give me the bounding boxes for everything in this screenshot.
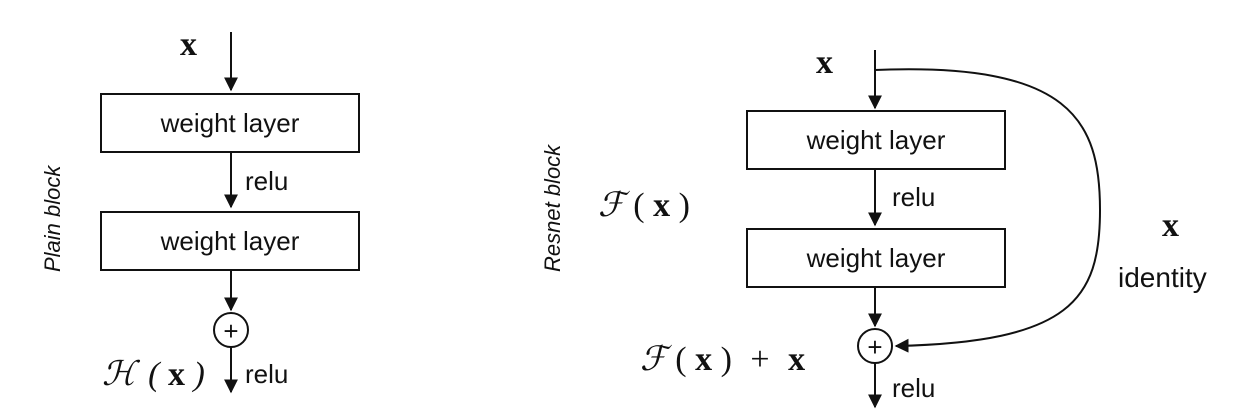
resnet-weight-layer-2-label: weight layer [806, 243, 946, 273]
plain-relu-2: relu [245, 359, 288, 389]
plain-block-label: Plain block [40, 165, 65, 272]
plain-output-paren-open: ( [148, 356, 162, 393]
resnet-F-letter: ℱ [598, 187, 631, 224]
plain-output-x: x [168, 356, 185, 393]
resnet-plus-sign: + [867, 332, 882, 362]
resnet-sum-F: ℱ [640, 341, 673, 378]
resnet-identity-x: x [1162, 207, 1179, 244]
plain-plus-sign: + [223, 316, 238, 346]
resnet-relu-1: relu [892, 182, 935, 212]
resnet-F-paren-open: ( [633, 187, 644, 224]
plain-output-H: ℋ [102, 356, 141, 393]
plain-block: Plain block x weight layer relu weight l… [40, 26, 360, 394]
resnet-block-label: Resnet block [540, 144, 565, 272]
resnet-weight-layer-2 [746, 228, 1006, 288]
plain-weight-layer-1-label: weight layer [160, 108, 300, 138]
plain-output-formula: ℋ ( x ) [102, 356, 205, 393]
resnet-sum-x2: x [788, 341, 805, 378]
resnet-identity-shortcut [874, 68, 1102, 353]
plain-relu-1: relu [245, 166, 288, 196]
resnet-identity-label: identity [1118, 262, 1207, 293]
resnet-sum-plus: + [750, 341, 769, 378]
plain-weight-layer-2-label: weight layer [160, 226, 300, 256]
resnet-relu-2: relu [892, 373, 935, 403]
plain-input-x: x [180, 26, 197, 63]
plain-output-paren-close: ) [191, 356, 204, 393]
resnet-sum-formula: ℱ ( x ) + x [640, 341, 805, 378]
resnet-sum-x1: x [695, 341, 712, 378]
plain-weight-layer-2 [100, 211, 360, 271]
resnet-F-formula: ℱ ( x ) [598, 187, 690, 224]
resnet-block: Resnet block x ℱ ( x ) weight layer relu… [540, 44, 1207, 409]
resnet-F-paren-close: ) [679, 187, 690, 224]
resnet-sum-paren-open: ( [675, 341, 686, 378]
resnet-F-x: x [653, 187, 670, 224]
resnet-sum-paren-close: ) [721, 341, 732, 378]
resnet-weight-layer-1-label: weight layer [806, 125, 946, 155]
resnet-input-x: x [816, 44, 833, 81]
